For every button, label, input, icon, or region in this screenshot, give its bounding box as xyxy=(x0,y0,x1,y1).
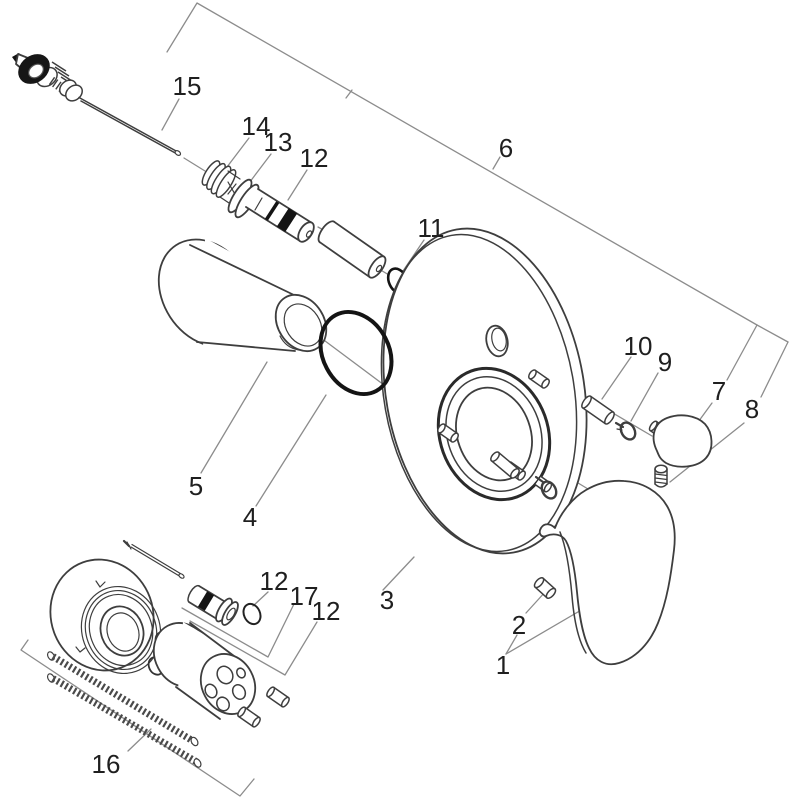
part-label-16: 16 xyxy=(92,749,121,779)
ring-pin xyxy=(437,423,459,443)
part-label-10: 10 xyxy=(624,331,653,361)
part-7-cap xyxy=(648,414,713,468)
part-label-5: 5 xyxy=(189,471,203,501)
part-17-cartridge xyxy=(187,584,239,626)
part-label-7: 7 xyxy=(712,376,726,406)
part-label-11: 11 xyxy=(418,213,445,243)
part-label-3: 3 xyxy=(380,585,394,615)
part-1-handle xyxy=(538,479,676,666)
part-6-escutcheon-plate xyxy=(380,227,588,555)
part-16-threaded-rods xyxy=(46,651,202,768)
part-label-13: 13 xyxy=(264,127,293,157)
part-label-12-bottom-left: 12 xyxy=(260,566,289,596)
center-ring xyxy=(436,366,552,502)
connector-pin xyxy=(266,686,290,708)
plate-plug-clip xyxy=(534,475,558,500)
part-12-spacer-cylinder xyxy=(317,220,387,279)
part-16-protective-cap xyxy=(49,558,162,675)
function-block xyxy=(152,622,257,720)
center-stub xyxy=(490,451,520,479)
part-2-plug xyxy=(533,577,557,599)
part-4-o-ring xyxy=(318,309,394,397)
part-15-pull-rod xyxy=(12,53,182,156)
part-label-17: 17 xyxy=(290,581,319,611)
part-label-15: 15 xyxy=(173,71,202,101)
part-10-adapter-pin xyxy=(581,395,615,425)
ring-pin xyxy=(528,369,550,389)
part-label-4: 4 xyxy=(243,502,257,532)
part-label-12-top: 12 xyxy=(300,143,329,173)
part-label-9: 9 xyxy=(658,347,672,377)
part-labels: 1 2 3 4 5 6 7 8 9 10 11 12 13 14 15 16 1… xyxy=(92,71,760,779)
part-label-1: 1 xyxy=(496,650,510,680)
part-label-8: 8 xyxy=(745,394,759,424)
part-14-13-check-valve xyxy=(201,160,315,243)
connector-pin xyxy=(237,706,261,728)
part-12-o-ring-small xyxy=(242,602,262,626)
part-5-sleeve xyxy=(157,238,328,354)
part-8-set-screw xyxy=(654,464,668,488)
group-bracket-top xyxy=(166,2,789,398)
part-9-clip xyxy=(614,421,637,441)
part-label-12-bottom-right: 12 xyxy=(312,596,341,626)
group-bracket-bottom xyxy=(20,603,318,797)
part-16-screw xyxy=(122,539,185,579)
part-label-14: 14 xyxy=(242,111,271,141)
part-label-2: 2 xyxy=(512,610,526,640)
part-label-6: 6 xyxy=(499,133,513,163)
